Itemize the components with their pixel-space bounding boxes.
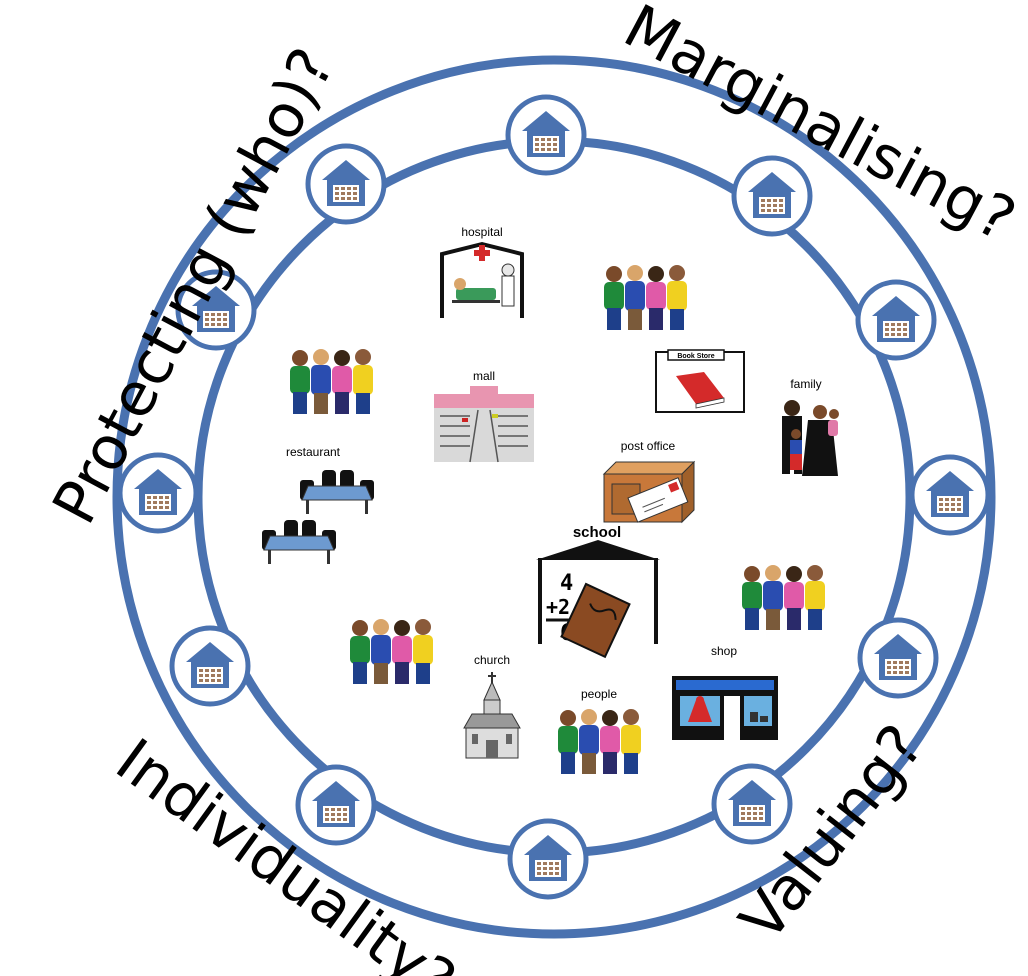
- house-icon: [734, 158, 810, 234]
- people-item: people: [558, 687, 641, 774]
- people-group-icon: [558, 709, 641, 774]
- shop-icon: [672, 676, 778, 740]
- hospital-item: hospital: [440, 225, 524, 318]
- post-office-item: post office: [602, 439, 696, 524]
- hospital-icon: [440, 241, 524, 318]
- family-label: family: [790, 377, 821, 391]
- book-store-label: Book Store: [677, 353, 714, 360]
- church-item: church: [463, 653, 521, 759]
- family-icon: [782, 400, 839, 476]
- mall-label: mall: [473, 369, 495, 383]
- people-label: people: [581, 687, 617, 701]
- label-protecting: Protecting (who)?: [39, 37, 348, 535]
- mall-icon: [434, 386, 534, 463]
- table-icon: [261, 519, 337, 565]
- church-label: church: [474, 653, 510, 667]
- school-icon: 4 +2 6: [536, 540, 660, 659]
- house-icon: [308, 146, 384, 222]
- house-icon: [510, 821, 586, 897]
- house-icon: [714, 766, 790, 842]
- hospital-label: hospital: [461, 225, 502, 239]
- people-group-icon: [742, 565, 825, 630]
- shop-label: shop: [711, 644, 737, 658]
- house-icon: [860, 620, 936, 696]
- people-group-icon: [350, 619, 433, 684]
- house-icon: [298, 767, 374, 843]
- post-office-label: post office: [621, 439, 676, 453]
- house-icon: [508, 97, 584, 173]
- house-icon: [912, 457, 988, 533]
- people-group-icon: [604, 265, 687, 330]
- restaurant-item: restaurant: [261, 445, 375, 565]
- table-icon: [299, 469, 375, 515]
- shop-item: shop: [672, 644, 778, 740]
- house-icon: [858, 282, 934, 358]
- people-group-icon: [290, 349, 373, 414]
- mall-item: mall: [434, 369, 534, 463]
- book-store-item: Book Store: [655, 349, 745, 413]
- post-office-icon: [602, 460, 696, 524]
- school-math-mid: +2: [546, 595, 570, 619]
- family-item: family: [782, 377, 839, 476]
- school-label: school: [573, 524, 621, 541]
- church-icon: [463, 672, 521, 759]
- label-marginalising: Marginalising?: [613, 0, 1026, 256]
- restaurant-label: restaurant: [286, 445, 341, 459]
- school-math-top: 4: [560, 571, 573, 596]
- outer-ring: [112, 55, 996, 939]
- house-icon: [172, 628, 248, 704]
- book-store-icon: [655, 349, 745, 413]
- label-individuality: Individuality?: [103, 726, 468, 976]
- school-item: school 4 +2 6: [536, 524, 660, 659]
